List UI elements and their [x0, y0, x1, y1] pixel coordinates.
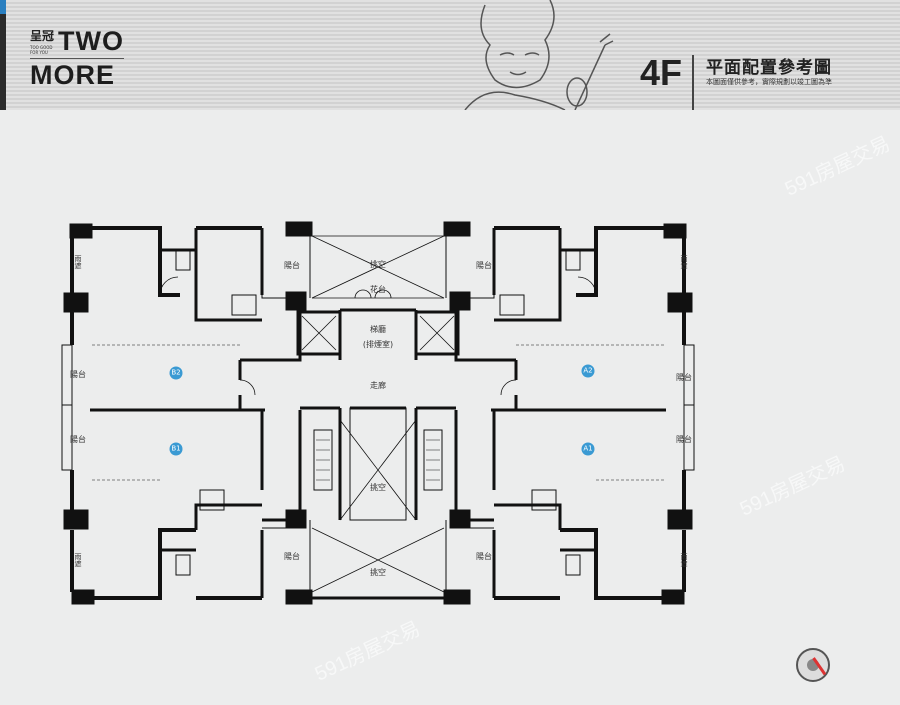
character-illustration-icon [464, 0, 614, 110]
title-divider [692, 55, 694, 110]
plan-disclaimer: 本圖面僅供參考，實際規劃以竣工圖為準 [706, 78, 832, 86]
lobby-sub-label: (排煙室) [362, 340, 394, 349]
balcony-label: 陽台 [676, 435, 692, 444]
balcony-label: 陽台 [284, 552, 300, 561]
floor-number: 4F [640, 52, 683, 93]
blue-edge [0, 0, 6, 14]
compass-icon [796, 648, 830, 682]
unit-marker-a2: A2 [581, 364, 595, 378]
canopy-label: 雨遮 [680, 255, 688, 269]
unit-marker-b2: B2 [169, 366, 183, 380]
logo-tagline: TOO GOOD FOR YOU [30, 45, 53, 55]
canopy-label: 雨遮 [680, 553, 688, 567]
header-banner: 呈冠 TOO GOOD FOR YOU TWO MORE 4F 平面配置參考圖 … [0, 0, 900, 110]
unit-marker-b1: B1 [169, 442, 183, 456]
balcony-label: 陽台 [70, 370, 86, 379]
canopy-label: 雨遮 [74, 553, 82, 567]
void-label: 挑空 [370, 483, 386, 492]
balcony-label: 陽台 [476, 552, 492, 561]
west-wing [60, 220, 342, 606]
balcony-label: 陽台 [676, 373, 692, 382]
east-wing [414, 220, 696, 606]
logo-divider [30, 58, 124, 59]
logo-more: MORE [30, 60, 115, 90]
lobby-label: 梯廳 [370, 325, 386, 334]
unit-marker-a1: A1 [581, 442, 595, 456]
planter-label: 花台 [370, 285, 386, 294]
logo-two: TWO [58, 26, 124, 56]
void-label: 挑空 [370, 260, 386, 269]
balcony-label: 陽台 [70, 435, 86, 444]
void-label: 挑空 [370, 568, 386, 577]
plan-title: 平面配置參考圖 [706, 58, 832, 78]
balcony-label: 陽台 [284, 261, 300, 270]
canopy-label: 雨遮 [74, 255, 82, 269]
balcony-label: 陽台 [476, 261, 492, 270]
dark-edge [0, 14, 6, 110]
corridor-label: 走廊 [370, 381, 386, 390]
logo-cn: 呈冠 [30, 29, 55, 43]
